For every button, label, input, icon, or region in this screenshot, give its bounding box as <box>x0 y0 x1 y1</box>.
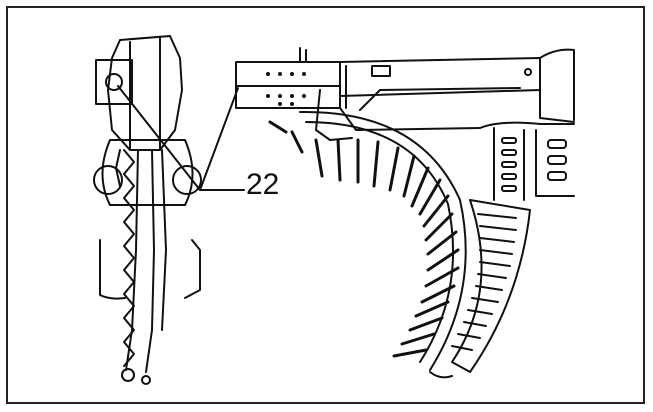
side-view-attachment <box>93 35 202 385</box>
screw-strip-arc <box>299 110 467 371</box>
collated-screws <box>268 120 460 358</box>
tool-nosepiece-view <box>235 47 575 379</box>
knob-hole <box>105 73 123 91</box>
callout-number-label: 22 <box>246 168 280 201</box>
adjust-knob <box>95 59 133 105</box>
guide-slots <box>451 213 517 351</box>
callout-leader-line-2 <box>199 87 239 191</box>
nosepiece-holes <box>266 72 306 106</box>
grip-vents <box>501 137 567 192</box>
screw-strip-guide <box>451 199 531 373</box>
